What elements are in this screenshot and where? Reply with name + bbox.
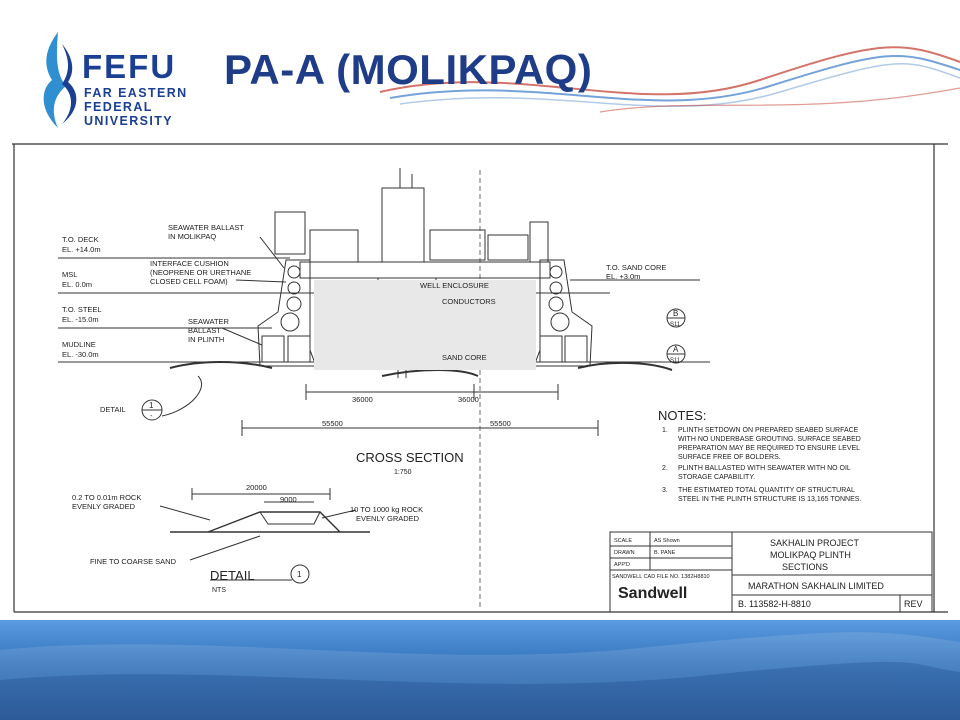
detail-marker-number: 1 bbox=[149, 401, 154, 410]
tb-drawing-no: B. 113582-H-8810 bbox=[738, 599, 811, 609]
dim-55500-right: 55500 bbox=[490, 419, 511, 428]
tb-file-label: SANDWELL CAD FILE NO. 1382H8810 bbox=[612, 574, 710, 580]
detail-dim-outer: 20000 bbox=[246, 483, 267, 492]
detail-rock-small-2: EVENLY GRADED bbox=[72, 502, 136, 511]
detail-rock-small-1: 0.2 TO 0.01m ROCK bbox=[72, 493, 141, 502]
note-2-line-2: STORAGE CAPABILITY. bbox=[678, 474, 755, 481]
tb-project-1: SAKHALIN PROJECT bbox=[770, 538, 860, 548]
tb-drawn-value: B. PANE bbox=[654, 550, 676, 556]
tb-rev: REV bbox=[904, 599, 923, 609]
marker-b-letter: B bbox=[673, 309, 678, 318]
note-1-line-3: PREPARATION MAY BE REQUIRED TO ENSURE LE… bbox=[678, 445, 860, 452]
level-msl-value: EL. 0.0m bbox=[62, 280, 92, 289]
sand-core-level-name: T.O. SAND CORE bbox=[606, 263, 666, 272]
logo-line-3: UNIVERSITY bbox=[84, 114, 174, 128]
detail-title: DETAIL bbox=[210, 568, 255, 583]
marker-a-sheet: S11 bbox=[670, 358, 681, 364]
detail-rock-large-2: EVENLY GRADED bbox=[356, 514, 420, 523]
note-1-line-2: WITH NO UNDERBASE GROUTING. SURFACE SEAB… bbox=[678, 436, 861, 443]
header-swoosh-decoration bbox=[379, 46, 960, 113]
label-seawater-ballast-1: SEAWATER BALLAST bbox=[168, 223, 244, 232]
detail-scale: NTS bbox=[212, 587, 226, 594]
footer-wave-decoration bbox=[0, 620, 960, 720]
level-deck-value: EL. +14.0m bbox=[62, 245, 101, 254]
label-interface-3: CLOSED CELL FOAM) bbox=[150, 277, 228, 286]
tb-scale-label: SCALE bbox=[614, 538, 632, 544]
label-conductors: CONDUCTORS bbox=[442, 297, 496, 306]
cross-section-scale: 1:750 bbox=[394, 469, 412, 476]
sand-core-level-value: EL. +3.0m bbox=[606, 272, 640, 281]
detail-sand: FINE TO COARSE SAND bbox=[90, 557, 177, 566]
note-2-number: 2. bbox=[662, 465, 668, 472]
note-1-line-4: SURFACE FREE OF BOLDERS. bbox=[678, 454, 781, 461]
tb-company: Sandwell bbox=[618, 585, 687, 602]
cross-section-title: CROSS SECTION bbox=[356, 450, 464, 465]
sand-core-fill bbox=[314, 280, 536, 370]
label-well-enclosure: WELL ENCLOSURE bbox=[420, 281, 489, 290]
marker-b-sheet: S11 bbox=[670, 322, 681, 328]
label-detail: DETAIL bbox=[100, 405, 126, 414]
tb-appd-label: APP'D bbox=[614, 562, 630, 568]
dim-36000-right: 36000 bbox=[458, 395, 479, 404]
detail-number: 1 bbox=[297, 570, 302, 579]
level-mudline-value: EL. -30.0m bbox=[62, 350, 99, 359]
level-steel-name: T.O. STEEL bbox=[62, 305, 102, 314]
logo-line-2: FEDERAL bbox=[84, 100, 153, 114]
label-interface-1: INTERFACE CUSHION bbox=[150, 259, 229, 268]
note-1-number: 1. bbox=[662, 427, 668, 434]
label-seawater-plinth-1: SEAWATER bbox=[188, 317, 230, 326]
note-2-line-1: PLINTH BALLASTED WITH SEAWATER WITH NO O… bbox=[678, 465, 851, 472]
slide-title: PA-A (MOLIKPAQ) bbox=[224, 46, 593, 93]
dim-55500-left: 55500 bbox=[322, 419, 343, 428]
tb-scale-value: AS Shown bbox=[654, 538, 680, 544]
marker-a-letter: A bbox=[673, 345, 679, 354]
detail-dim-inner: 9000 bbox=[280, 495, 297, 504]
detail-rock-large-1: 10 TO 1000 kg ROCK bbox=[350, 505, 423, 514]
notes-heading: NOTES: bbox=[658, 408, 706, 423]
note-1-line-1: PLINTH SETDOWN ON PREPARED SEABED SURFAC… bbox=[678, 427, 859, 434]
logo-name: FEFU bbox=[82, 48, 177, 85]
label-seawater-plinth-2: BALLAST bbox=[188, 326, 221, 335]
label-seawater-plinth-3: IN PLINTH bbox=[188, 335, 224, 344]
tb-project-3: SECTIONS bbox=[782, 562, 828, 572]
label-sand-core: SAND CORE bbox=[442, 353, 487, 362]
engineering-drawing: T.O. DECK EL. +14.0m MSL EL. 0.0m T.O. S… bbox=[12, 143, 948, 613]
note-3-line-1: THE ESTIMATED TOTAL QUANTITY OF STRUCTUR… bbox=[678, 487, 855, 494]
label-interface-2: (NEOPRENE OR URETHANE bbox=[150, 268, 251, 277]
detail-marker-sheet: - bbox=[150, 413, 153, 420]
note-3-number: 3. bbox=[662, 487, 668, 494]
flame-logo-icon bbox=[43, 32, 77, 128]
logo-line-1: FAR EASTERN bbox=[84, 86, 188, 100]
level-deck-name: T.O. DECK bbox=[62, 235, 99, 244]
tb-project-2: MOLIKPAQ PLINTH bbox=[770, 550, 851, 560]
level-msl-name: MSL bbox=[62, 270, 77, 279]
dim-36000-left: 36000 bbox=[352, 395, 373, 404]
note-3-line-2: STEEL IN THE PLINTH STRUCTURE IS 13,165 … bbox=[678, 496, 861, 503]
level-steel-value: EL. -15.0m bbox=[62, 315, 99, 324]
tb-drawn-label: DRAWN bbox=[614, 550, 635, 556]
level-mudline-name: MUDLINE bbox=[62, 340, 96, 349]
label-seawater-ballast-2: IN MOLIKPAQ bbox=[168, 232, 216, 241]
tb-client: MARATHON SAKHALIN LIMITED bbox=[748, 581, 884, 591]
university-logo: FEFU FAR EASTERN FEDERAL UNIVERSITY bbox=[36, 30, 196, 130]
